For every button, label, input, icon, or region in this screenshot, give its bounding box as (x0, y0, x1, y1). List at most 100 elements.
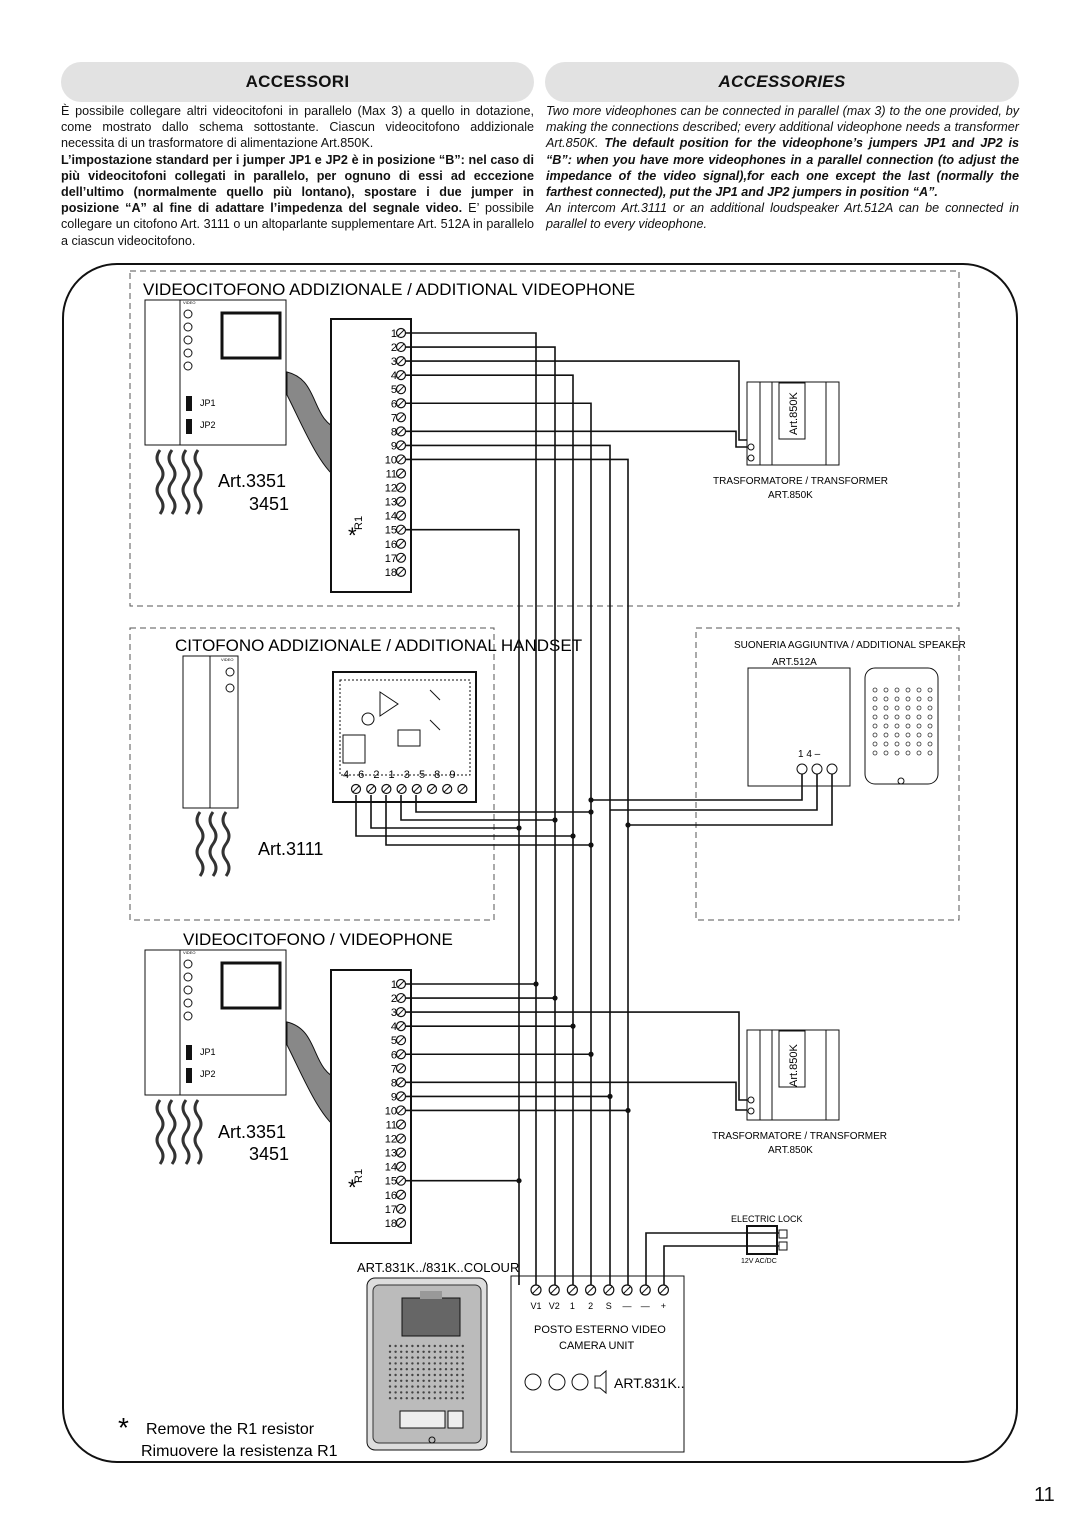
title-videophone: VIDEOCITOFONO / VIDEOPHONE (183, 930, 453, 949)
asterisk-marker-top: * (348, 523, 357, 548)
english-text-1: Two more videophones can be connected in… (546, 104, 1019, 151)
art-3351-label: Art.3351 (218, 471, 286, 491)
handset-terminal-number: 9 (449, 769, 455, 781)
title-additional-handset: CITOFONO ADDIZIONALE / ADDITIONAL HANDSE… (175, 636, 582, 655)
terminal-number: 11 (386, 1120, 397, 1132)
wire (355, 795, 573, 837)
handset-video-label: VIDEO (221, 657, 233, 662)
lock-icon (746, 1225, 778, 1255)
camera-terminal-label: V1 (530, 1301, 541, 1311)
transformer-box-label-top: Art.850K (788, 392, 800, 435)
art-3451-label: 3451 (249, 494, 289, 514)
camera-model-label: ART.831K../831K..COLOUR (357, 1260, 519, 1275)
section-title-en: ACCESSORIES (545, 62, 1019, 102)
terminal-number: 12 (385, 483, 397, 495)
handset-terminal-number: 1 (389, 769, 395, 781)
terminal-number: 7 (391, 1063, 397, 1075)
videophone-unit-bottom: VIDEO JP1 JP2 Art.3351 3451 (144, 949, 412, 1244)
camera-terminal-label: 1 (570, 1301, 575, 1311)
section-box-additional-speaker (695, 627, 960, 921)
wire (610, 774, 818, 811)
r1-label-bottom: R1 (353, 1169, 365, 1183)
note-remove-r1-it: Rimuovere la resistenza R1 (141, 1443, 338, 1460)
screen-icon (220, 311, 282, 360)
handset-terminal-number: 6 (358, 769, 364, 781)
svg-text:VIDEO: VIDEO (183, 300, 195, 305)
english-paragraph-2: An intercom Art.3111 or an additional lo… (546, 201, 1019, 232)
terminal-number: 17 (385, 1204, 397, 1216)
transformer-art-bottom: ART.850K (768, 1145, 813, 1156)
terminal-number: 16 (385, 1190, 397, 1202)
junction-dot (588, 842, 594, 848)
diagram-frame (62, 263, 1018, 1463)
page-number: 11 (1034, 1484, 1055, 1506)
wires (355, 332, 833, 1285)
loudspeaker-icon (594, 1369, 607, 1395)
camera-title-1: POSTO ESTERNO VIDEO (534, 1324, 666, 1336)
terminal-number: 3 (391, 1007, 397, 1019)
transformer-label-top: TRASFORMATORE / TRANSFORMER (713, 476, 888, 487)
italian-text: È possibile collegare altri videocitofon… (61, 103, 534, 249)
terminal-number: 13 (385, 497, 397, 509)
note-asterisk: * (118, 1412, 129, 1443)
wire (400, 795, 555, 821)
lock-supply-label: 12V AC/DC (741, 1258, 777, 1265)
transformer-label-bottom: TRASFORMATORE / TRANSFORMER (712, 1131, 887, 1142)
terminal-number: 10 (385, 1105, 397, 1117)
junction-dot (625, 822, 631, 828)
handset-terminal-number: 3 (404, 769, 410, 781)
handset-terminal-number: 2 (373, 769, 379, 781)
camera-art-label: ART.831K.. (614, 1375, 685, 1391)
camera-terminal-label: — (641, 1301, 650, 1311)
junction-dot (552, 995, 558, 1001)
terminal-number: 8 (391, 1077, 397, 1089)
speaker-terminal-labels: 1 4 – (798, 749, 821, 760)
junction-dot (588, 809, 594, 815)
terminal-number: 1 (391, 328, 397, 340)
junction-dot (588, 797, 594, 803)
italian-rest-text: E’ possibile collegare un citofono Art. … (61, 201, 534, 248)
section-box-additional-handset (129, 627, 495, 921)
wire (385, 795, 591, 846)
key-button-icon (183, 309, 193, 319)
terminal-number: 14 (385, 511, 397, 523)
junction-dot (570, 1023, 576, 1029)
italian-paragraph-2: L’impostazione standard per i jumper JP1… (61, 152, 534, 249)
terminal-number: 7 (391, 412, 397, 424)
r1-label-top: R1 (353, 516, 365, 530)
camera-terminal-label: V2 (549, 1301, 560, 1311)
terminal-number: 17 (385, 553, 397, 565)
wire (405, 444, 611, 1285)
camera-unit-panel (366, 1277, 488, 1451)
wire (663, 1245, 779, 1285)
terminal-number: 5 (391, 384, 397, 396)
terminal-number: 5 (391, 1035, 397, 1047)
electric-lock-label: ELECTRIC LOCK (731, 1214, 803, 1224)
italian-bold-text: L’impostazione standard per i jumper JP1… (61, 152, 534, 216)
wire (405, 374, 574, 1285)
terminal-number: 15 (385, 525, 397, 537)
terminal-number: 2 (391, 342, 397, 354)
camera-lens-icon (401, 1297, 461, 1337)
speaker-art: ART.512A (772, 657, 817, 668)
jp2-label-bottom: JP2 (200, 1069, 216, 1079)
speaker-label: SUONERIA AGGIUNTIVA / ADDITIONAL SPEAKER (734, 640, 966, 651)
junction-dot (533, 981, 539, 987)
section-box-additional-videophone (129, 270, 960, 607)
wire (405, 360, 747, 441)
svg-text:VIDEO: VIDEO (183, 950, 195, 955)
electric-lock: ELECTRIC LOCK 12V AC/DC (731, 1214, 803, 1265)
camera-title-2: CAMERA UNIT (559, 1340, 634, 1352)
english-paragraph-1: Two more videophones can be connected in… (546, 103, 1019, 200)
jp1-label-bottom: JP1 (200, 1047, 216, 1057)
italian-paragraph-1: È possibile collegare altri videocitofon… (61, 104, 534, 151)
wire (405, 332, 537, 1285)
terminal-number: 9 (391, 1091, 397, 1103)
terminal-number: 3 (391, 356, 397, 368)
wire (591, 774, 803, 801)
